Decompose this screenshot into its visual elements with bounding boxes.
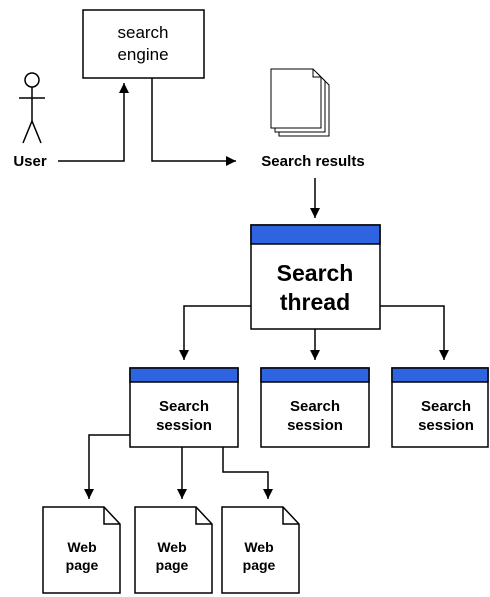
web-page-3-label-line2: page	[243, 557, 276, 573]
user-leg-right	[31, 120, 42, 144]
documents-stack-icon	[270, 68, 330, 137]
user-to-search-engine-arrow	[58, 83, 129, 162]
web-page-2-label-line2: page	[156, 557, 189, 573]
search-engine-node: search engine	[82, 9, 205, 79]
user-leg-left	[22, 120, 33, 144]
web-page-1-label-line2: page	[66, 557, 99, 573]
search-session-header-3	[391, 367, 489, 383]
web-page-1-label-line1: Web	[67, 539, 96, 555]
search-session-header-1	[129, 367, 239, 383]
web-page-doc-3: Web page	[221, 506, 300, 594]
search-session-2-label-line1: Search	[290, 398, 340, 415]
search-session-node-2: Search session	[260, 367, 370, 448]
search-session-node-3: Search session	[391, 367, 489, 448]
user-head	[24, 72, 40, 88]
search-session-header-2	[260, 367, 370, 383]
search-engine-to-results-arrow	[151, 78, 236, 166]
search-thread-label-line1: Search	[277, 260, 354, 286]
thread-to-session-3-arrow	[380, 305, 449, 360]
search-session-node-1: Search session	[129, 367, 239, 448]
web-page-3-label-line1: Web	[244, 539, 273, 555]
search-session-2-label-line2: session	[287, 417, 343, 434]
search-results-label: Search results	[261, 153, 364, 170]
thread-to-session-1-arrow	[179, 305, 251, 360]
web-page-2-label-line1: Web	[157, 539, 186, 555]
search-session-1-label-line2: session	[156, 417, 212, 434]
search-session-3-label-line2: session	[418, 417, 474, 434]
search-thread-node: Search thread	[250, 224, 381, 330]
search-thread-label-line2: thread	[280, 289, 350, 315]
search-session-3-label-line1: Search	[421, 398, 471, 415]
web-page-doc-2: Web page	[134, 506, 213, 594]
search-engine-label-line1: search	[117, 23, 168, 42]
session-to-web-page-3-arrow	[222, 447, 273, 499]
search-session-1-label-line1: Search	[159, 398, 209, 415]
user-actor	[19, 72, 45, 144]
session-to-web-page-1-arrow	[84, 434, 130, 499]
search-thread-header	[250, 224, 381, 245]
user-label: User	[13, 153, 47, 170]
search-engine-label-line2: engine	[117, 45, 168, 64]
web-page-doc-1: Web page	[42, 506, 121, 594]
